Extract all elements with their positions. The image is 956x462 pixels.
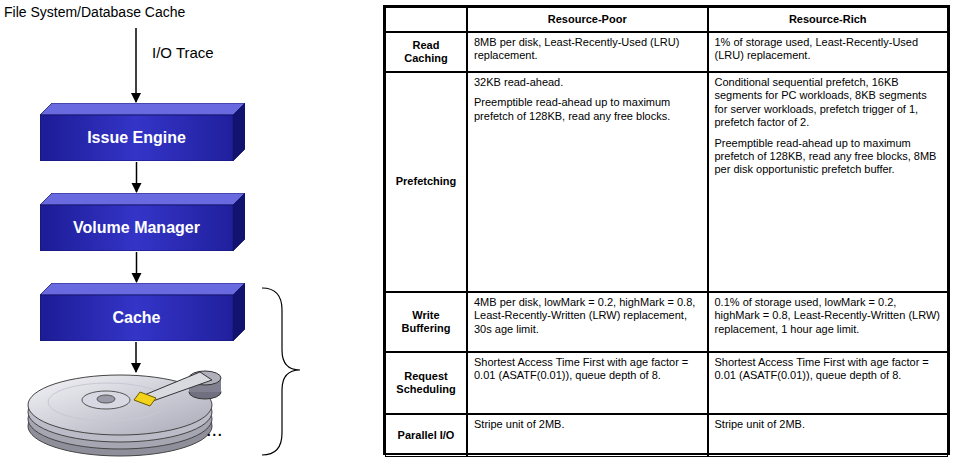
table-cell: Shortest Access Time First with age fact…	[467, 352, 708, 414]
annotation: I/O Trace	[152, 44, 214, 61]
table-cell: Shortest Access Time First with age fact…	[708, 352, 949, 414]
table-cell: Conditional sequential prefetch, 16KB se…	[708, 72, 949, 292]
table-cell: Read Caching	[385, 32, 467, 72]
block-label: Issue Engine	[40, 115, 233, 161]
table-cell: 0.1% of storage used, lowMark = 0.2, hig…	[708, 292, 949, 352]
table-cell: Resource-Rich	[708, 7, 949, 32]
process-block: Cache	[40, 283, 245, 341]
table-text: 8MB per disk, Least-Recently-Used (LRU) …	[474, 36, 701, 63]
table-cell: 32KB read-ahead. Preemptible read-ahead u…	[467, 72, 708, 292]
table-text: 4MB per disk, lowMark = 0.2, highMark = …	[474, 296, 701, 336]
table-cell: 4MB per disk, lowMark = 0.2, highMark = …	[467, 292, 708, 352]
table-cell: Request Scheduling	[385, 352, 467, 414]
table-text: Resource-Poor	[548, 13, 627, 26]
annotation: File System/Database Cache	[4, 4, 185, 20]
table-cell: Write Buffering	[385, 292, 467, 352]
table-text: Stripe unit of 2MB.	[474, 418, 701, 431]
table-text: Read Caching	[392, 39, 460, 66]
table-text: Shortest Access Time First with age fact…	[715, 356, 942, 383]
table-text: Shortest Access Time First with age fact…	[474, 356, 701, 383]
table-text: 1% of storage used, Least-Recently-Used …	[715, 36, 942, 63]
table-text: Stripe unit of 2MB.	[715, 418, 942, 431]
table-cell	[385, 7, 467, 32]
disk-arrow	[135, 342, 137, 372]
table-text: Request Scheduling	[392, 370, 460, 397]
trace-arrow	[135, 28, 137, 102]
table-text: Resource-Rich	[789, 13, 867, 26]
table-text: Prefetching	[396, 175, 457, 188]
bracket	[262, 288, 300, 455]
table-text: Conditional sequential prefetch, 16KB se…	[715, 76, 942, 130]
table-text: Parallel I/O	[398, 429, 455, 442]
table-cell: Stripe unit of 2MB.	[708, 414, 949, 457]
table-text: 32KB read-ahead.	[474, 76, 701, 89]
table-cell: Stripe unit of 2MB.	[467, 414, 708, 457]
disk-drawing	[28, 371, 221, 456]
table-cell: 8MB per disk, Least-Recently-Used (LRU) …	[467, 32, 708, 72]
block-label: Volume Manager	[40, 205, 233, 251]
annotation: ...	[206, 418, 223, 441]
process-block: Volume Manager	[40, 193, 245, 251]
block-label: Cache	[40, 295, 233, 341]
process-block: Issue Engine	[40, 103, 245, 161]
flow-arrow	[136, 162, 138, 192]
table-text: Preemptible read-ahead up to maximum pre…	[715, 137, 942, 177]
table-cell: Prefetching	[385, 72, 467, 292]
table-cell: Parallel I/O	[385, 414, 467, 457]
flow-arrow	[136, 252, 138, 282]
table-text: Preemptible read-ahead up to maximum pre…	[474, 96, 701, 123]
table-text: 0.1% of storage used, lowMark = 0.2, hig…	[715, 296, 942, 336]
table-text: Write Buffering	[392, 309, 460, 336]
table-cell: Resource-Poor	[467, 7, 708, 32]
config-table: Resource-Poor Resource-RichRead Caching 8M…	[383, 5, 950, 455]
table-cell: 1% of storage used, Least-Recently-Used …	[708, 32, 949, 72]
